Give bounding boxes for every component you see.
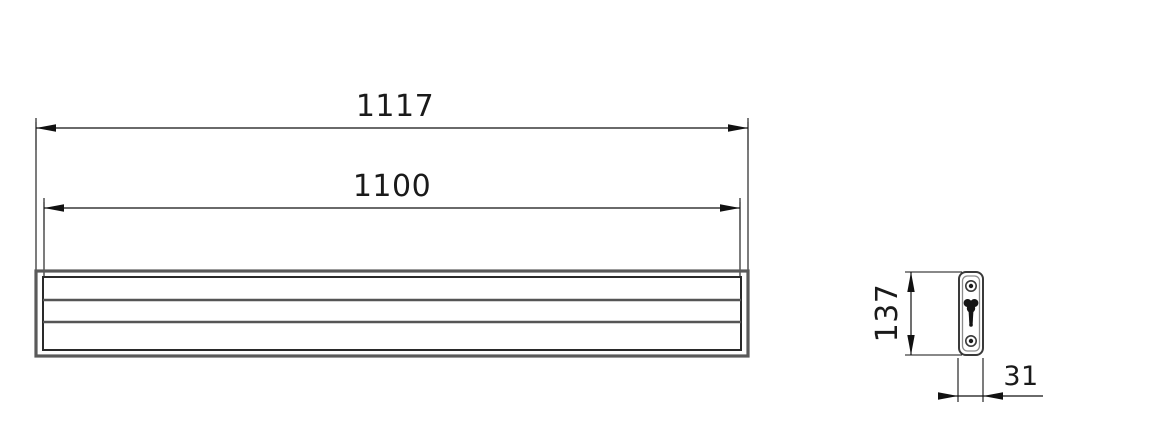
dimension-bracket-height: 137 [870,271,962,356]
front-view-body [34,269,750,358]
dimension-bracket-depth: 31 [938,358,1043,402]
witness-lines-front-view [35,122,749,277]
dimension-label-31: 31 [1003,361,1038,392]
dimension-label-137: 137 [870,284,905,343]
screw-hole-bottom-center [968,338,974,344]
dimension-label-1100: 1100 [353,169,431,204]
side-view-bracket [958,271,984,356]
body-inner-rectangle [42,276,742,351]
arrow-bottom-137 [907,335,915,355]
bracket-plate-inner-relief [961,275,981,352]
arrow-left-31 [938,392,958,400]
arrow-top-137 [907,272,915,292]
dimension-label-1117: 1117 [356,89,434,124]
dimension-inner-length: 1100 [43,169,741,230]
arrow-right-1117 [728,124,748,132]
dimension-overall-length: 1117 [35,89,749,150]
arrow-left-1100 [44,204,64,212]
keyhole-tip [969,323,973,327]
keyhole-shaft [968,308,974,325]
arrow-right-1100 [720,204,740,212]
body-outer-rectangle [34,269,750,358]
arrow-left-1117 [36,124,56,132]
arrow-right-31 [983,392,1003,400]
keyhole-slot [963,299,979,327]
screw-hole-top-center [968,283,974,289]
